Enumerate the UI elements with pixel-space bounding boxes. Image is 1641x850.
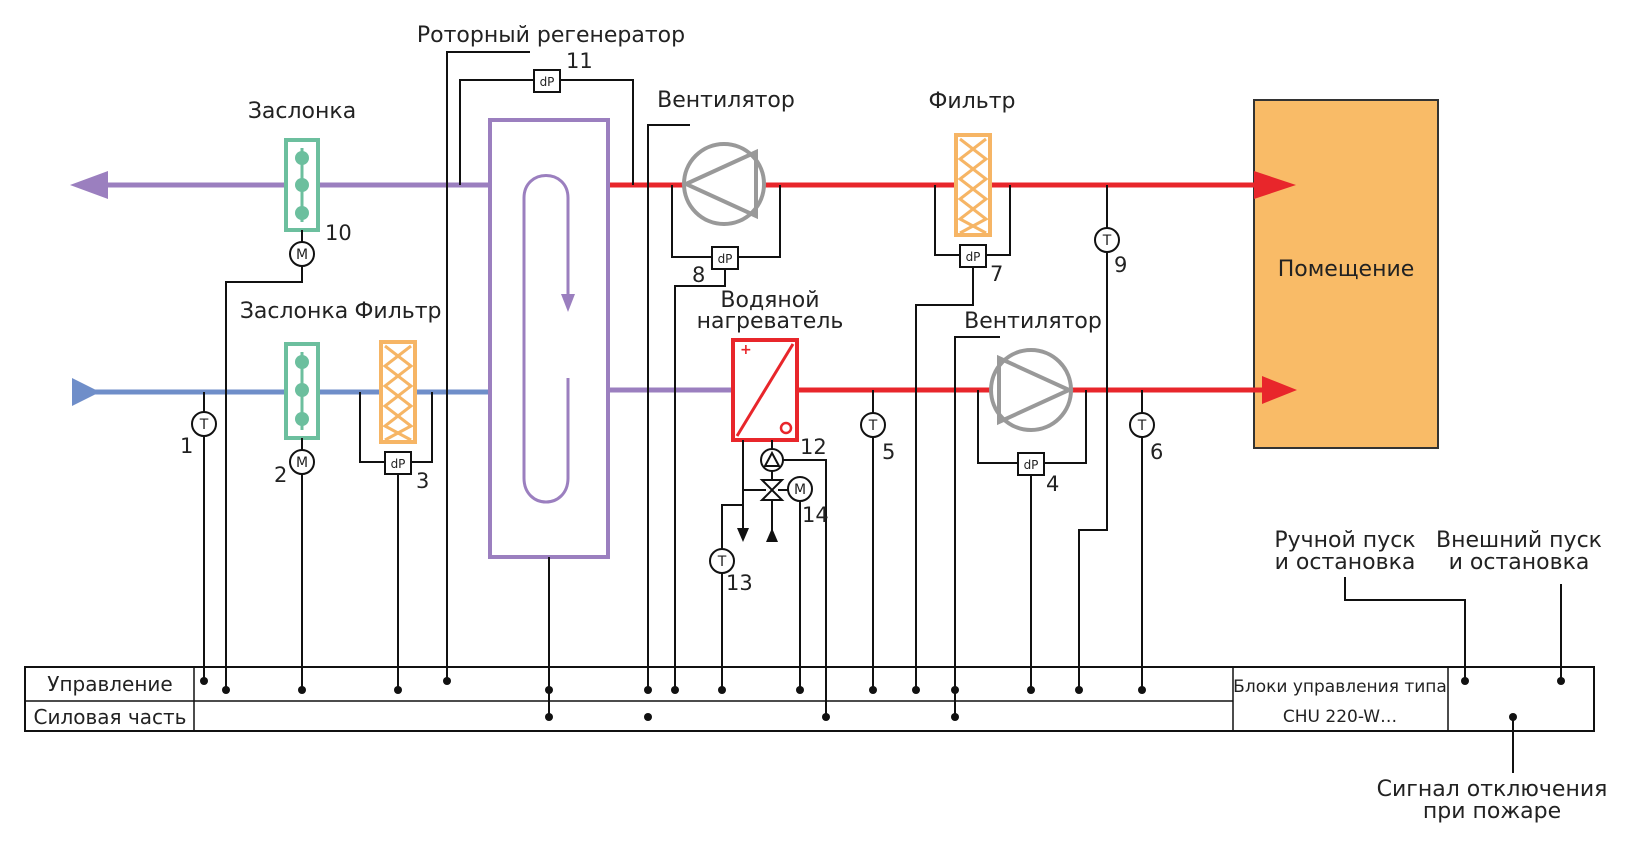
label-3: 3 (416, 469, 429, 493)
label-10: 10 (325, 221, 352, 245)
extract-arrow-icon (1254, 171, 1296, 199)
rotary-regenerator (488, 118, 610, 559)
damper-blade-icon (295, 151, 309, 165)
label-2: 2 (274, 463, 287, 487)
label-4: 4 (1046, 472, 1059, 496)
label-7: 7 (990, 262, 1003, 286)
fan-top-control-wire (647, 124, 690, 690)
filter-pleat-icon (957, 137, 989, 235)
external-start-line2: и остановка (1449, 550, 1590, 575)
dp3-symbol: dP (391, 457, 406, 471)
fan-bottom-label: Вентилятор (964, 309, 1102, 334)
damper-blade-icon (295, 383, 309, 397)
motor-2-symbol: M (296, 455, 308, 471)
label-13: 13 (726, 571, 753, 595)
control-bus-dots (200, 677, 1565, 721)
water-return-arrow-icon (737, 528, 749, 542)
valve-icon-lower (759, 488, 785, 501)
outdoor-arrow-icon (72, 378, 100, 406)
heater-label-line2: нагреватель (697, 309, 844, 334)
label-9: 9 (1114, 253, 1127, 277)
label-8: 8 (692, 263, 705, 287)
exhaust-arrow-icon (70, 171, 108, 199)
room-label: Помещение (1278, 257, 1415, 282)
fan-impeller-icon (681, 148, 758, 220)
filter-bottom-label: Фильтр (354, 299, 441, 324)
damper-top-label: Заслонка (248, 99, 356, 124)
heater-label-line1: Водяной (720, 288, 819, 313)
rotation-arrowhead-icon (561, 294, 575, 312)
label-1: 1 (180, 434, 193, 458)
manual-start-line1: Ручной пуск (1274, 528, 1415, 553)
dp11-symbol: dP (540, 75, 555, 89)
label-14: 14 (802, 503, 829, 527)
fire-signal-line1: Сигнал отключения (1377, 777, 1608, 802)
panel-row-power: Силовая часть (34, 705, 187, 729)
fan-bottom-wire (954, 336, 1000, 717)
fan-impeller-icon (997, 354, 1074, 426)
label-11: 11 (566, 49, 593, 73)
dp4-symbol: dP (1024, 458, 1039, 472)
regen-control-wire (446, 51, 530, 681)
manual-start-wire (1344, 577, 1466, 681)
temp-5-symbol: T (868, 418, 878, 434)
dp11-sensor (533, 69, 561, 93)
m10-wire (225, 266, 303, 690)
damper-blade-icon (295, 355, 309, 369)
external-start-line1: Внешний пуск (1436, 528, 1602, 553)
panel-row-control: Управление (47, 672, 172, 696)
panel-unit-line2: CHU 220-W… (1283, 707, 1397, 727)
fan-top-label: Вентилятор (657, 88, 795, 113)
dp7-wire (915, 267, 974, 690)
heater-diagonal (735, 343, 795, 437)
motor-10-symbol: M (296, 247, 308, 263)
filter-pleat-icon (382, 344, 414, 442)
temp-6-symbol: T (1137, 418, 1147, 434)
temp-1-symbol: T (199, 417, 209, 433)
dp7-symbol: dP (966, 250, 981, 264)
rotor-label: Роторный регенератор (417, 23, 685, 48)
t13-probe (721, 504, 743, 549)
label-5: 5 (882, 440, 895, 464)
pump12-wire (783, 459, 827, 717)
heater-antifreeze-icon (779, 421, 793, 435)
dp8-symbol: dP (718, 252, 733, 266)
rotation-arrow-icon (522, 174, 570, 504)
damper-blade-icon (295, 206, 309, 220)
manual-start-line2: и остановка (1275, 550, 1416, 575)
damper-blade-icon (295, 412, 309, 426)
damper-bottom-label: Заслонка (240, 299, 348, 324)
temp-9-symbol: T (1102, 233, 1112, 249)
heater-plus-icon: + (740, 342, 752, 358)
supply-arrow-icon (1262, 376, 1297, 404)
motor-14-symbol: M (794, 482, 806, 498)
label-6: 6 (1150, 440, 1163, 464)
t9-wire (1078, 252, 1108, 690)
filter-top-label: Фильтр (928, 89, 1015, 114)
valve-icon (759, 479, 785, 492)
fire-signal-line2: при пожаре (1423, 799, 1561, 824)
pump-triangle-icon (763, 450, 781, 467)
water-supply-arrow-icon (766, 528, 778, 542)
control-panel (24, 666, 1595, 732)
label-12: 12 (800, 435, 827, 459)
dp8-wire (674, 269, 726, 690)
damper-blade-icon (295, 178, 309, 192)
panel-unit-line1: Блоки управления типа (1233, 677, 1447, 697)
temp-13-symbol: T (717, 554, 727, 570)
